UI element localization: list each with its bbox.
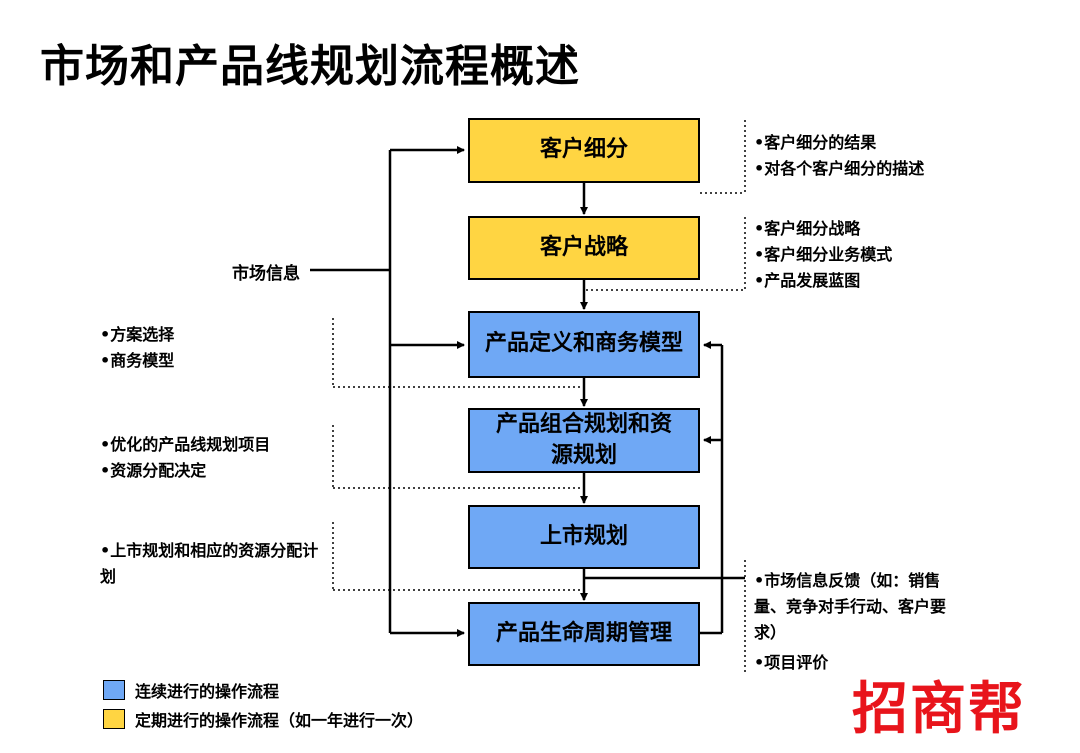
box-lifecycle-management: 产品生命周期管理 <box>468 602 700 666</box>
legend-periodic: 定期进行的操作流程（如一年进行一次） <box>103 707 423 731</box>
legend-swatch-blue <box>103 680 125 700</box>
right-note-1: •客户细分的结果 •对各个客户细分的描述 <box>754 130 924 182</box>
note-item: •对各个客户细分的描述 <box>754 159 925 178</box>
note-item: •资源分配决定 <box>100 461 207 480</box>
box-label: 客户细分 <box>539 137 628 163</box>
left-note-1: •方案选择 •商务模型 <box>100 322 174 374</box>
right-note-3: •市场信息反馈（如：销售量、竞争对手行动、客户要求） •项目评价 <box>754 568 959 676</box>
note-item: •优化的产品线规划项目 <box>100 435 271 454</box>
note-item: •上市规划和相应的资源分配计划 <box>100 541 319 586</box>
box-label: 产品生命周期管理 <box>495 620 672 646</box>
box-product-definition: 产品定义和商务模型 <box>468 311 700 378</box>
page-title: 市场和产品线规划流程概述 <box>40 41 580 92</box>
note-item: •客户细分战略 <box>754 219 861 238</box>
box-customer-strategy: 客户战略 <box>468 216 700 280</box>
note-item: •产品发展蓝图 <box>754 271 861 290</box>
note-item: •市场信息反馈（如：销售量、竞争对手行动、客户要求） <box>754 571 947 642</box>
box-label: 上市规划 <box>539 523 628 549</box>
note-item: •客户细分的结果 <box>754 133 877 152</box>
watermark-logo: 招商帮 <box>852 677 1026 742</box>
note-item: •客户细分业务模式 <box>754 245 893 264</box>
note-item: •商务模型 <box>100 351 175 370</box>
note-item: •项目评价 <box>754 653 829 672</box>
box-portfolio-planning: 产品组合规划和资源规划 <box>468 408 700 473</box>
box-launch-planning: 上市规划 <box>468 505 700 569</box>
box-customer-segmentation: 客户细分 <box>468 118 700 183</box>
box-label: 产品定义和商务模型 <box>484 331 683 357</box>
box-label: 产品组合规划和资源规划 <box>495 411 672 468</box>
legend-swatch-yellow <box>103 709 125 729</box>
market-info-label: 市场信息 <box>232 264 300 284</box>
legend-label: 连续进行的操作流程 <box>135 682 280 701</box>
note-item: •方案选择 <box>100 325 175 344</box>
left-note-3: •上市规划和相应的资源分配计划 <box>100 538 330 590</box>
left-note-2: •优化的产品线规划项目 •资源分配决定 <box>100 432 270 484</box>
right-note-2: •客户细分战略 •客户细分业务模式 •产品发展蓝图 <box>754 216 892 294</box>
box-label: 客户战略 <box>539 234 628 260</box>
legend-continuous: 连续进行的操作流程 <box>103 678 279 702</box>
legend-label: 定期进行的操作流程（如一年进行一次） <box>135 711 424 730</box>
